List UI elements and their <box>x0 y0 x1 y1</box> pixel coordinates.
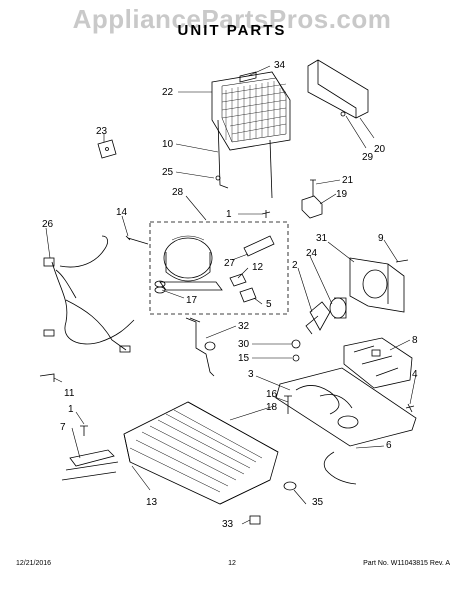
bracket-part-34[interactable] <box>239 71 257 83</box>
fan-shroud-part-31[interactable] <box>349 257 405 313</box>
callout-22: 22 <box>162 87 174 98</box>
screw-part-29[interactable] <box>340 111 346 117</box>
callout-1-lower: 1 <box>68 404 74 415</box>
bracket-part-20[interactable] <box>307 59 369 119</box>
wire-harness-part-26[interactable] <box>43 235 135 353</box>
callout-25: 25 <box>162 167 174 178</box>
callout-29: 29 <box>362 152 374 163</box>
callout-24: 24 <box>306 248 318 259</box>
grommet-part-17[interactable] <box>154 280 166 294</box>
callout-31: 31 <box>316 233 328 244</box>
callout-7: 7 <box>60 422 66 433</box>
condenser-coil-part-13[interactable] <box>123 401 279 505</box>
callout-28: 28 <box>172 187 184 198</box>
callout-4: 4 <box>412 369 418 380</box>
callout-9: 9 <box>378 233 384 244</box>
footer-date: 12/21/2016 <box>16 560 52 567</box>
callout-19: 19 <box>336 189 348 200</box>
grommet-part-15[interactable] <box>292 354 300 362</box>
callout-27: 27 <box>224 258 236 269</box>
control-board-part-8[interactable] <box>343 337 413 389</box>
drier-part-30[interactable] <box>291 339 301 349</box>
callout-10: 10 <box>162 139 174 150</box>
screw-part-4[interactable] <box>405 403 415 413</box>
callout-12: 12 <box>252 262 264 273</box>
rod-part-10[interactable] <box>217 119 273 199</box>
compressor-group-outline <box>149 221 289 315</box>
fan-motor-part-24[interactable] <box>329 297 347 319</box>
compressor-part-28[interactable] <box>159 235 223 291</box>
callout-11: 11 <box>64 388 75 399</box>
callout-1-upper: 1 <box>226 209 232 220</box>
callout-18: 18 <box>266 402 278 413</box>
footer-page-number: 12 <box>228 560 236 567</box>
leader-lines <box>45 65 417 525</box>
callout-20: 20 <box>374 144 386 155</box>
callout-13: 13 <box>146 497 158 508</box>
screw-part-1[interactable] <box>261 210 271 218</box>
callout-15: 15 <box>238 353 250 364</box>
callout-5: 5 <box>266 299 272 310</box>
tubing-part-32[interactable] <box>185 317 216 377</box>
fan-blade-part-2[interactable] <box>305 301 331 335</box>
callout-6: 6 <box>386 440 392 451</box>
callout-33: 33 <box>222 519 234 530</box>
condenser-coil-part-22[interactable] <box>211 71 291 151</box>
footer-part-number: Part No. W11043815 Rev. A <box>363 560 450 567</box>
callout-3: 3 <box>248 369 254 380</box>
wire-part-14[interactable] <box>125 235 149 245</box>
heater-part-7[interactable] <box>61 449 119 481</box>
plate-part-23[interactable] <box>97 139 117 159</box>
callout-2: 2 <box>292 260 298 271</box>
callout-32: 32 <box>238 321 250 332</box>
diagram-title: UNIT PARTS <box>177 22 287 39</box>
clip-part-5[interactable] <box>239 287 257 303</box>
callout-21: 21 <box>342 175 354 186</box>
overload-part-27[interactable] <box>243 235 275 257</box>
plug-part-33[interactable] <box>249 515 261 525</box>
wire-part-6[interactable] <box>323 451 357 485</box>
base-plate-part-3[interactable] <box>275 367 417 447</box>
grommet-part-35[interactable] <box>283 481 297 491</box>
screw-part-1-lower[interactable] <box>80 425 88 436</box>
screw-part-16[interactable] <box>284 395 292 414</box>
clip-part-12[interactable] <box>229 273 247 287</box>
relay-part-19[interactable] <box>301 195 323 219</box>
callout-14: 14 <box>116 207 128 218</box>
wire-part-11[interactable] <box>39 373 55 382</box>
screw-part-21[interactable] <box>310 179 316 196</box>
callout-34: 34 <box>274 60 286 71</box>
callout-16: 16 <box>266 389 278 400</box>
callout-26: 26 <box>42 219 54 230</box>
callout-8: 8 <box>412 335 418 346</box>
callout-17: 17 <box>186 295 198 306</box>
watermark-text: AppliancePartsPros.com <box>72 4 392 34</box>
callout-23: 23 <box>96 126 108 137</box>
callout-30: 30 <box>238 339 250 350</box>
callout-35: 35 <box>312 497 324 508</box>
rivet-part-25[interactable] <box>215 175 221 181</box>
